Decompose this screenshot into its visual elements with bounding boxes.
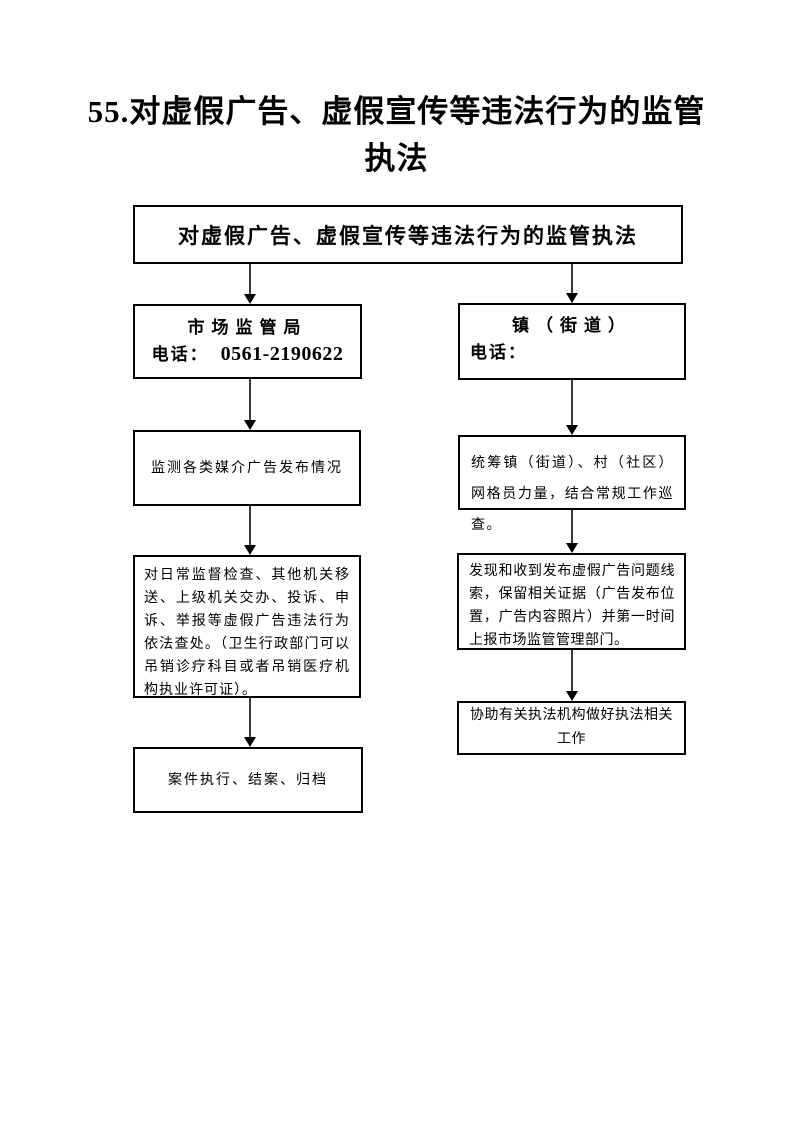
market-bureau-phone-number: 0561-2190622 [220, 343, 344, 365]
arrow-down-icon [565, 293, 578, 303]
arrow-header-to-right-org [565, 264, 579, 303]
arrow-shaft [249, 506, 251, 547]
document-title-line2: 执法 [364, 141, 429, 176]
town-street-phone: 电话： [460, 339, 539, 366]
left-step2-text: 对日常监督检查、其他机关移送、上级机关交办、投诉、申诉、举报等虚假广告违法行为依… [144, 568, 350, 698]
flow-box-left-step2: 对日常监督检查、其他机关移送、上级机关交办、投诉、申诉、举报等虚假广告违法行为依… [133, 555, 361, 698]
market-bureau-name: 市场监管局 [187, 318, 308, 337]
town-street-phone-label: 电话： [470, 343, 527, 362]
arrow-shaft [249, 264, 251, 296]
arrow-down-icon [243, 737, 256, 747]
arrow-shaft [571, 510, 573, 545]
arrow-left-org-to-step1 [243, 379, 257, 430]
flow-box-right-step3: 协助有关执法机构做好执法相关工作 [457, 701, 686, 755]
flow-box-right-step1: 统筹镇（街道）、村（社区）网格员力量，结合常规工作巡查。 [458, 435, 686, 533]
flow-box-left-step3: 案件执行、结案、归档 [133, 747, 363, 813]
document-title-line1: 55.对虚假广告、虚假宣传等违法行为的监管 [87, 94, 706, 129]
arrow-down-icon [565, 425, 578, 435]
flow-box-header-label: 对虚假广告、虚假宣传等违法行为的监管执法 [178, 223, 638, 248]
arrow-right-org-to-step1 [565, 380, 579, 435]
flow-box-right-step2: 发现和收到发布虚假广告问题线索，保留相关证据（广告发布位置，广告内容照片）并第一… [457, 553, 686, 650]
right-step3-text: 协助有关执法机构做好执法相关工作 [470, 708, 673, 747]
arrow-right-step1-to-step2 [565, 510, 579, 553]
market-bureau-phone-label: 电话： [151, 345, 209, 364]
arrow-header-to-left-org [243, 264, 257, 304]
market-bureau-phone: 电话： 0561-2190622 [152, 341, 344, 368]
arrow-shaft [571, 650, 573, 693]
arrow-down-icon [243, 420, 256, 430]
arrow-down-icon [565, 543, 578, 553]
arrow-left-step1-to-step2 [243, 506, 257, 555]
left-step3-text: 案件执行、结案、归档 [168, 772, 328, 788]
flow-box-left-step1: 监测各类媒介广告发布情况 [133, 430, 361, 506]
arrow-down-icon [565, 691, 578, 701]
right-step2-text: 发现和收到发布虚假广告问题线索，保留相关证据（广告发布位置，广告内容照片）并第一… [469, 564, 675, 648]
right-step1-text: 统筹镇（街道）、村（社区）网格员力量，结合常规工作巡查。 [471, 456, 674, 533]
arrow-right-step2-to-step3 [565, 650, 579, 701]
flow-box-market-bureau: 市场监管局 电话： 0561-2190622 [133, 304, 362, 379]
arrow-shaft [571, 380, 573, 427]
arrow-left-step2-to-step3 [243, 698, 257, 747]
arrow-shaft [249, 379, 251, 422]
flow-box-town-street: 镇（街道） 电话： [458, 303, 686, 380]
arrow-down-icon [243, 545, 256, 555]
arrow-down-icon [243, 294, 256, 304]
arrow-shaft [571, 264, 573, 295]
arrow-shaft [249, 698, 251, 739]
flow-box-header: 对虚假广告、虚假宣传等违法行为的监管执法 [133, 205, 683, 264]
town-street-name: 镇（街道） [512, 316, 632, 335]
document-title: 55.对虚假广告、虚假宣传等违法行为的监管 执法 [0, 88, 793, 182]
left-step1-text: 监测各类媒介广告发布情况 [151, 460, 343, 476]
